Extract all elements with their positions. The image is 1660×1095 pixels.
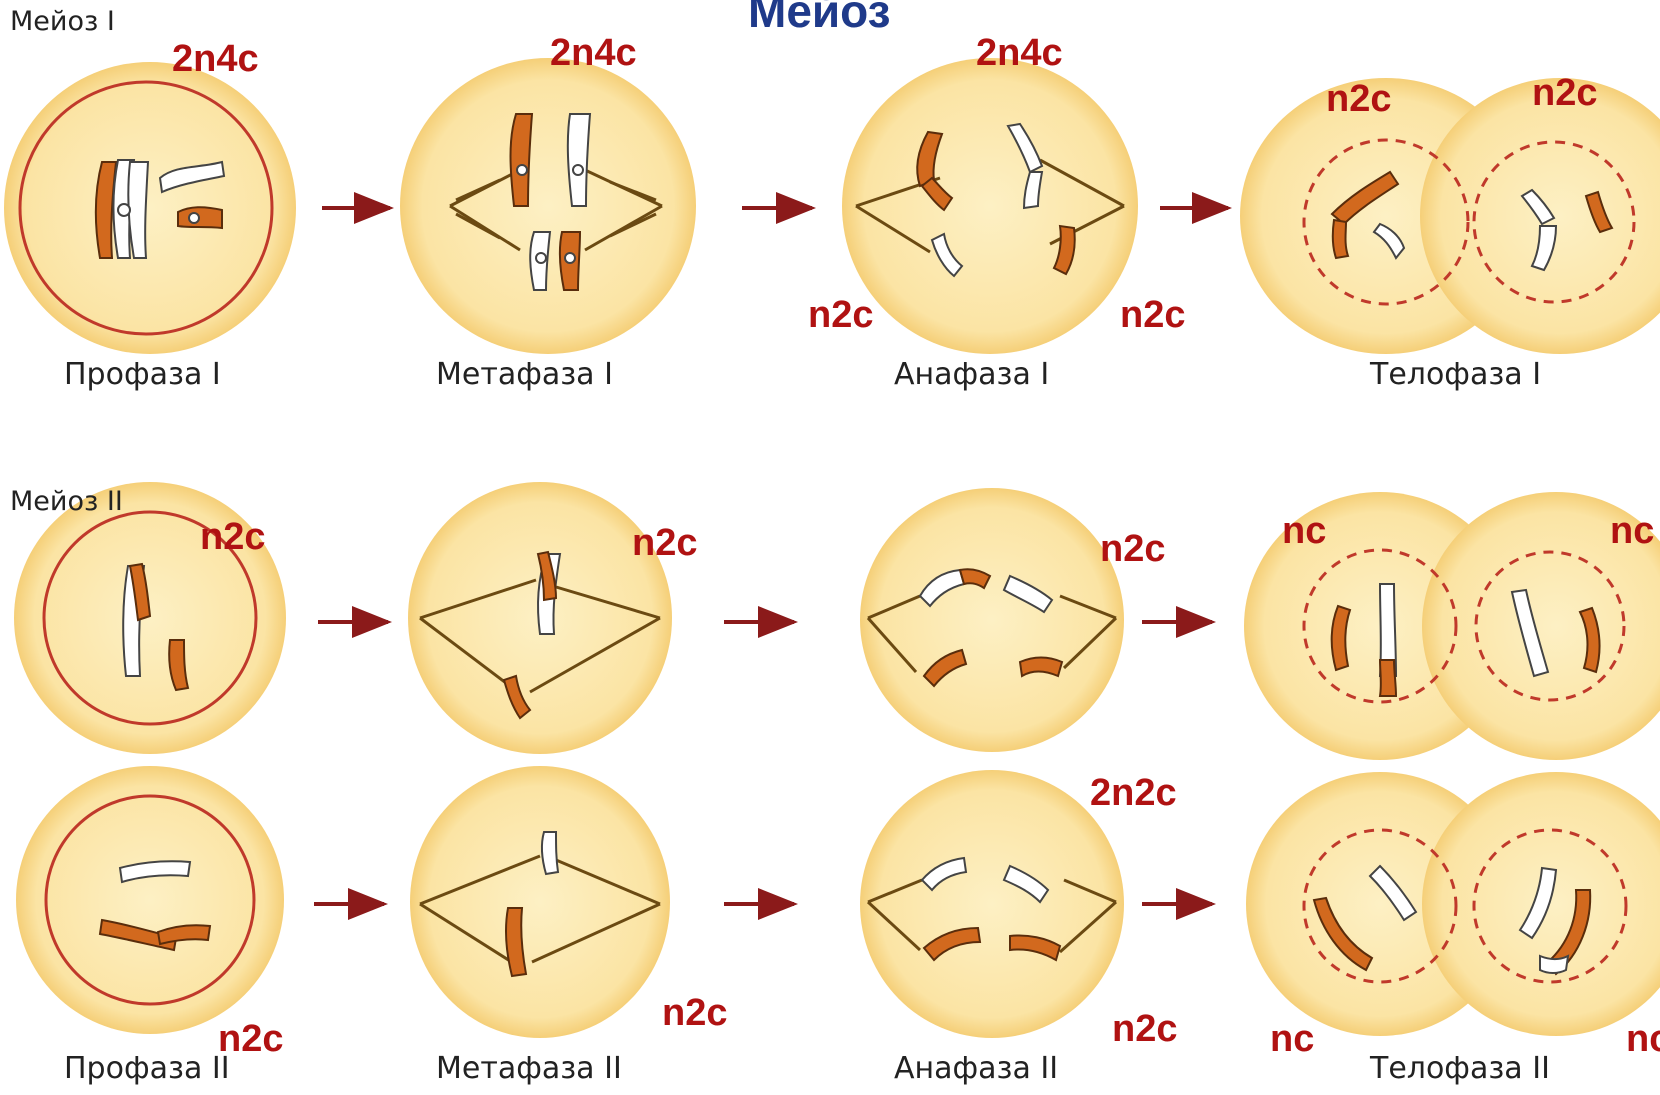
- chromosome-pair-upper: [509, 113, 592, 207]
- chromosome: [1518, 866, 1558, 940]
- metaphase2-bottom-cell: [410, 766, 670, 1038]
- stage-label-prophase2: Профаза II: [64, 1051, 230, 1086]
- chromosome: [1578, 606, 1601, 674]
- ploidy-label: n2c: [1326, 78, 1392, 120]
- chromosome: [1312, 896, 1374, 972]
- ploidy-label: nc: [1270, 1018, 1315, 1060]
- section-meiosis2: Мейоз II: [10, 486, 123, 517]
- spindle: [866, 594, 1118, 673]
- chromosome: [1372, 222, 1406, 260]
- telophase2-bottom-cell: [1246, 772, 1660, 1036]
- chromosome: [1002, 864, 1050, 904]
- chromosome: [1520, 188, 1556, 226]
- chromosome: [98, 918, 178, 952]
- ploidy-label: n2c: [632, 522, 698, 564]
- chromosome: [1539, 954, 1570, 974]
- chromosome: [1330, 604, 1352, 672]
- ploidy-label: 2n2c: [1090, 772, 1177, 814]
- stage-label-telophase1: Телофаза I: [1370, 357, 1542, 392]
- nuclear-envelope: [42, 510, 258, 726]
- chromosome-pair-lower: [529, 231, 582, 291]
- ploidy-label: n2c: [200, 516, 266, 558]
- nuclear-envelope: [1472, 828, 1628, 984]
- chromosome-small: [158, 160, 226, 230]
- spindle: [419, 854, 661, 968]
- prophase1-cell: [4, 62, 296, 354]
- prophase2-bottom-cell: [16, 766, 284, 1034]
- chromosome: [1584, 190, 1614, 234]
- chromosome: [1002, 574, 1054, 614]
- chromosome: [1009, 934, 1062, 962]
- ploidy-label: nc: [1626, 1018, 1660, 1060]
- nuclear-envelope: [1302, 138, 1470, 306]
- metaphase1-cell: [400, 58, 696, 354]
- chromosome: [1510, 588, 1550, 678]
- chromosome: [922, 648, 968, 688]
- spindle: [866, 878, 1117, 954]
- chromosome: [156, 924, 212, 946]
- chromosome: [1052, 224, 1076, 276]
- ploidy-label: n2c: [1532, 72, 1598, 114]
- chromosome-pair: [94, 159, 150, 259]
- chromosome: [1018, 656, 1064, 678]
- stage-label-telophase2: Телофаза II: [1370, 1051, 1550, 1086]
- chromosome: [920, 856, 968, 892]
- chromosome: [540, 831, 560, 876]
- stage-label-anaphase1: Анафаза I: [894, 357, 1050, 392]
- chromosome: [920, 176, 954, 212]
- chromosome: [958, 568, 992, 590]
- nuclear-envelope: [1474, 550, 1626, 702]
- metaphase2-top-cell: [408, 482, 672, 754]
- ploidy-label: 2n4c: [976, 32, 1063, 74]
- ploidy-label: n2c: [218, 1018, 284, 1060]
- chromosome: [1530, 225, 1558, 272]
- ploidy-label: 2n4c: [550, 32, 637, 74]
- chromosome: [1378, 583, 1398, 677]
- chromosome: [922, 926, 982, 962]
- chromosome: [930, 232, 964, 278]
- ploidy-label: 2n4c: [172, 38, 259, 80]
- chromosome: [536, 550, 558, 602]
- anaphase2-top-cell: [860, 488, 1124, 752]
- spindle: [449, 168, 663, 252]
- telophase2-top-cell: [1244, 492, 1660, 760]
- section-meiosis1: Мейоз I: [10, 6, 115, 37]
- nuclear-envelope: [18, 80, 274, 336]
- ploidy-label: nc: [1610, 510, 1655, 552]
- chromosome: [1368, 864, 1418, 922]
- prophase2-top-cell: [14, 482, 286, 754]
- ploidy-label: n2c: [1120, 294, 1186, 336]
- chromosome: [502, 674, 532, 720]
- nuclear-envelope: [44, 794, 256, 1006]
- diagram-title: Мейоз: [748, 0, 891, 37]
- ploidy-label: n2c: [808, 294, 874, 336]
- chromosome: [128, 562, 152, 622]
- stage-label-prophase1: Профаза I: [64, 357, 221, 392]
- ploidy-label: n2c: [662, 992, 728, 1034]
- chromosome: [168, 639, 190, 692]
- telophase1-cell: [1240, 78, 1660, 354]
- ploidy-label: n2c: [1100, 528, 1166, 570]
- nuclear-envelope: [1472, 140, 1636, 304]
- spindle: [419, 578, 661, 694]
- stage-label-metaphase1: Метафаза I: [436, 357, 613, 392]
- stage-label-anaphase2: Анафаза II: [894, 1051, 1059, 1086]
- chromosome: [1330, 170, 1400, 226]
- anaphase2-bottom-cell: [860, 770, 1124, 1038]
- anaphase1-cell: [842, 58, 1138, 354]
- stage-label-metaphase2: Метафаза II: [436, 1051, 622, 1086]
- chromosome: [118, 860, 192, 884]
- chromosome: [1378, 659, 1398, 697]
- nuclear-envelope: [1302, 548, 1458, 704]
- nuclear-envelope: [1302, 828, 1458, 984]
- chromosome: [1006, 122, 1044, 174]
- ploidy-label: nc: [1282, 510, 1327, 552]
- chromosome: [1022, 171, 1044, 210]
- chromosome: [504, 907, 528, 978]
- chromosome: [1331, 218, 1350, 260]
- ploidy-label: n2c: [1112, 1008, 1178, 1050]
